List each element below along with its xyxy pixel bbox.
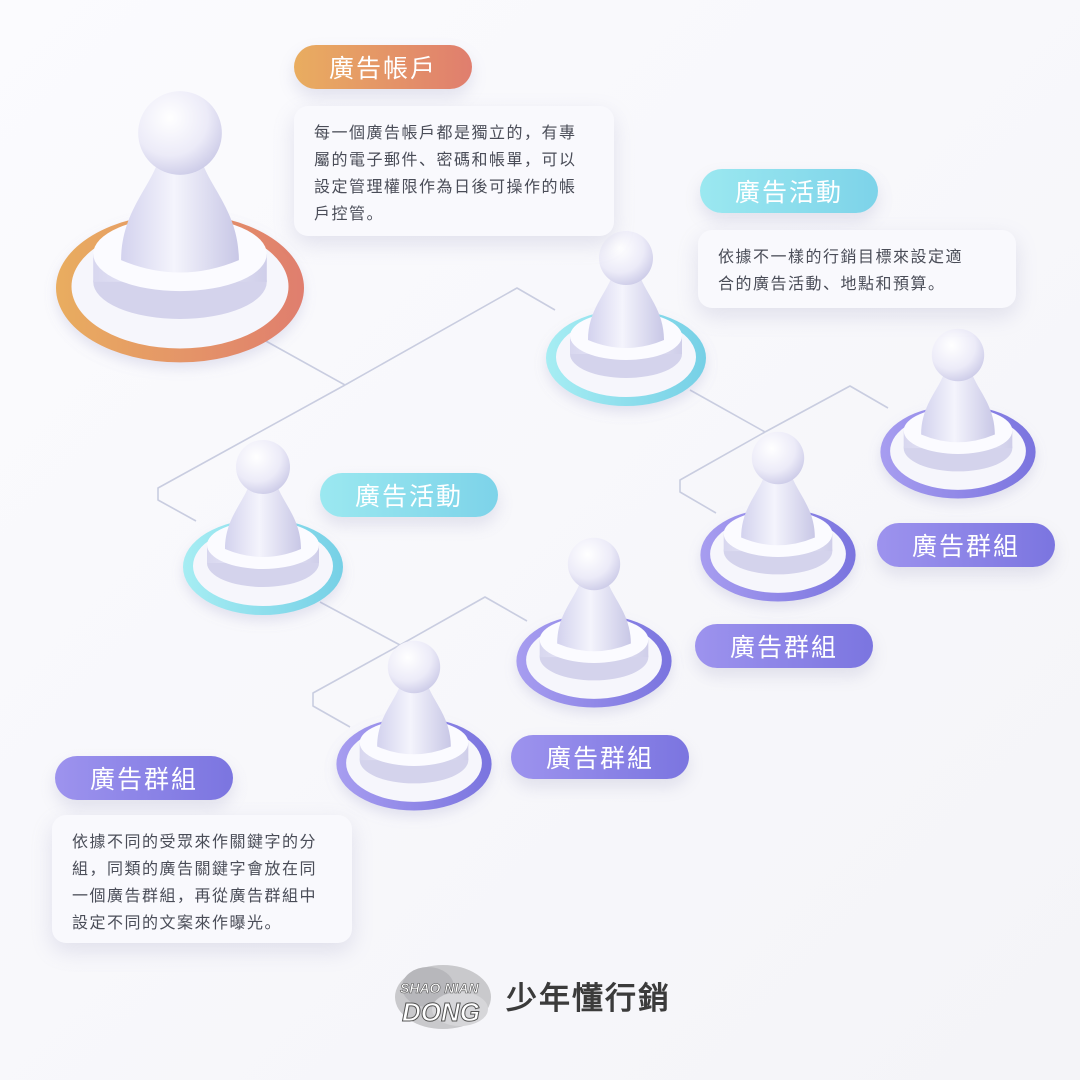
node-head xyxy=(236,440,290,494)
node-head xyxy=(931,328,985,382)
connector-campaign1-campaign2 xyxy=(344,287,556,386)
node-campaign-1 xyxy=(546,231,706,406)
node-group-1b xyxy=(700,431,856,602)
connector-campaign2-groups xyxy=(319,601,401,646)
label-group-lower: 廣告群組 xyxy=(511,735,689,779)
logo-text-bottom: DONG xyxy=(402,997,480,1027)
node-body xyxy=(121,160,239,273)
desc-campaign: 依據不一樣的行銷目標來設定適 合的廣告活動、地點和預算。 xyxy=(698,230,1016,308)
desc-line: 依據不一樣的行銷目標來設定適 xyxy=(718,247,964,266)
label-group-right: 廣告群組 xyxy=(877,523,1055,567)
label-campaign-top: 廣告活動 xyxy=(700,169,878,213)
label-campaign-mid: 廣告活動 xyxy=(320,473,498,517)
node-head xyxy=(138,91,222,175)
brand: SHAO NIAN DONG 少年懂行銷 xyxy=(388,955,671,1035)
node-head xyxy=(387,640,441,694)
node-body xyxy=(741,475,815,546)
connector-group-2a xyxy=(399,596,528,646)
node-group-1a xyxy=(880,328,1036,499)
node-body xyxy=(225,485,301,557)
desc-line: 一個廣告群組，再從廣告群組中 xyxy=(72,886,318,905)
node-body xyxy=(921,372,995,443)
desc-line: 設定管理權限作為日後可操作的帳 xyxy=(314,177,577,196)
desc-ad-account: 每一個廣告帳戶都是獨立的，有專 屬的電子郵件、密碼和帳單，可以 設定管理權限作為… xyxy=(294,106,614,236)
connector-group-2b xyxy=(312,644,401,728)
desc-line: 戶控管。 xyxy=(314,204,385,223)
connector-campaign-tree xyxy=(157,384,346,522)
node-group-2a xyxy=(516,537,672,708)
node-head xyxy=(599,231,653,285)
connectors xyxy=(157,287,889,728)
label-group-legend: 廣告群組 xyxy=(55,756,233,800)
node-head xyxy=(567,537,621,591)
desc-line: 設定不同的文案來作曝光。 xyxy=(72,913,283,932)
desc-line: 組，同類的廣告關鍵字會放在同 xyxy=(72,859,318,878)
node-body xyxy=(588,276,664,348)
connector-campaign1-groups xyxy=(689,389,766,433)
desc-line: 屬的電子郵件、密碼和帳單，可以 xyxy=(314,150,577,169)
desc-line: 依據不同的受眾來作關鍵字的分 xyxy=(72,832,318,851)
node-body xyxy=(557,581,631,652)
brand-name: 少年懂行銷 xyxy=(506,980,671,1017)
desc-ad-group: 依據不同的受眾來作關鍵字的分 組，同類的廣告關鍵字會放在同 一個廣告群組，再從廣… xyxy=(52,815,352,943)
connector-account-campaign2 xyxy=(263,339,346,386)
logo-text-top: SHAO NIAN xyxy=(400,980,479,996)
node-body xyxy=(377,684,451,755)
logo-blob xyxy=(432,992,488,1026)
label-group-middle: 廣告群組 xyxy=(695,624,873,668)
desc-line: 合的廣告活動、地點和預算。 xyxy=(718,274,946,293)
node-group-2b xyxy=(336,640,492,811)
desc-line: 每一個廣告帳戶都是獨立的，有專 xyxy=(314,123,577,142)
connector-group-middle xyxy=(679,431,766,514)
label-ad-account: 廣告帳戶 xyxy=(294,45,472,89)
node-account xyxy=(56,91,304,363)
brand-logo: SHAO NIAN DONG xyxy=(395,965,491,1029)
node-campaign-2 xyxy=(183,440,343,615)
node-head xyxy=(751,431,805,485)
connector-group-right xyxy=(764,385,889,433)
